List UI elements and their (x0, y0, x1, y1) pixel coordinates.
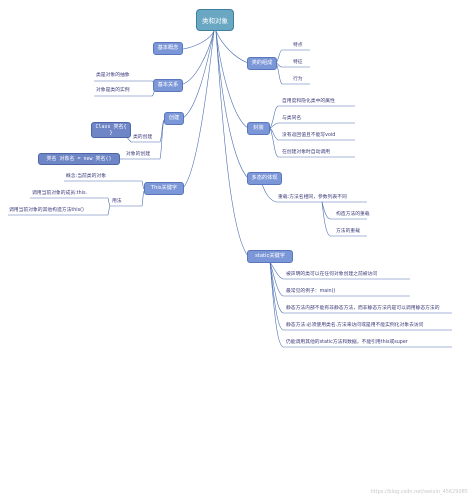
code-new-object[interactable]: 类名 对象名 = new 类名() (38, 153, 120, 165)
connector (269, 127, 279, 141)
connector (159, 119, 165, 143)
connector (269, 105, 279, 129)
leaf-poly-method: 方法的重载 (336, 229, 360, 234)
leaf-enc-1: 自用度和隐化类中的属性 (282, 99, 335, 104)
watermark: https://blog.csdn.net/weixin_45629085 (370, 489, 468, 495)
root-node[interactable]: 类和对象 (196, 9, 234, 31)
leaf-create-object: 对象的创建 (126, 152, 150, 157)
leaf-enc-3: 没有返回值且不能写void (282, 133, 336, 138)
leaf-comp-behavior: 行为 (293, 77, 303, 82)
leaf-enc-2: 与类同名 (282, 116, 302, 121)
connector (321, 201, 331, 237)
connector (215, 30, 249, 129)
leaf-enc-4: 在创建对象时自动调用 (282, 150, 330, 155)
leaf-create-class: 类的创建 (133, 135, 153, 140)
node-this-keyword[interactable]: This关键字 (144, 182, 184, 195)
connector (269, 127, 279, 158)
node-encapsulation[interactable]: 封装 (247, 122, 270, 135)
node-static-keyword[interactable]: static关键字 (247, 250, 293, 263)
leaf-this-use-constructor: 调用当前对象的其他构造方法this() (9, 208, 84, 213)
code-class-declaration[interactable]: Class 类名{ } (91, 122, 131, 138)
node-polymorphism[interactable]: 多态的体现 (247, 172, 282, 185)
node-create[interactable]: 创建 (164, 112, 184, 125)
connector (215, 30, 249, 179)
connector (269, 261, 284, 280)
leaf-this-meaning: 概念:当前类的对象 (66, 174, 106, 179)
connector (215, 30, 249, 64)
leaf-static-2: 最常见的例子：main() (286, 289, 336, 294)
leaf-poly-constructor: 构造方法的重载 (336, 212, 370, 217)
leaf-this-use-member: 调用当前对象的成员:this. (32, 191, 88, 196)
connector (182, 30, 215, 189)
connector (269, 261, 284, 348)
connector (107, 197, 111, 207)
leaf-relation-abstract: 类是对象的抽象 (96, 73, 130, 78)
connector (182, 30, 215, 85)
connector (182, 30, 215, 119)
leaf-this-usage: 用法 (112, 199, 122, 204)
leaf-static-4: 静态方法:必须使用类名.方法来访问或是用不能实例化对象去访问 (286, 323, 424, 328)
connector (141, 180, 145, 190)
connector (159, 120, 165, 160)
connector (215, 30, 249, 257)
leaf-comp-attribute: 特征 (293, 60, 303, 65)
node-class-composition[interactable]: 类的组成 (247, 57, 277, 70)
code-class-declaration-text: Class 类名{ } (95, 124, 127, 136)
leaf-comp-feature: 特点 (293, 43, 303, 48)
connector (269, 261, 284, 297)
node-basic-relation[interactable]: 基本关系 (153, 79, 183, 92)
leaf-static-3: 静态方法内部不能有非静态方法，而非静态方法内是可以调用静态方法的 (286, 306, 440, 311)
leaf-static-1: 被声明的类可以在任何对象创建之前被访问 (286, 272, 378, 277)
connector (107, 205, 111, 216)
connector (261, 183, 277, 203)
leaf-relation-instance: 对象是类的实例 (96, 88, 130, 93)
node-basic-concept[interactable]: 基本概念 (153, 42, 183, 55)
connector (269, 261, 284, 331)
connector (269, 122, 279, 129)
leaf-poly-overload: 重载:方法名相同，参数列表不同 (278, 195, 347, 200)
connector (182, 30, 215, 50)
connector (141, 190, 145, 207)
leaf-static-5: 仍能调用其他的static方法和数据，不能引用this或super (286, 340, 408, 345)
connector (269, 261, 284, 314)
